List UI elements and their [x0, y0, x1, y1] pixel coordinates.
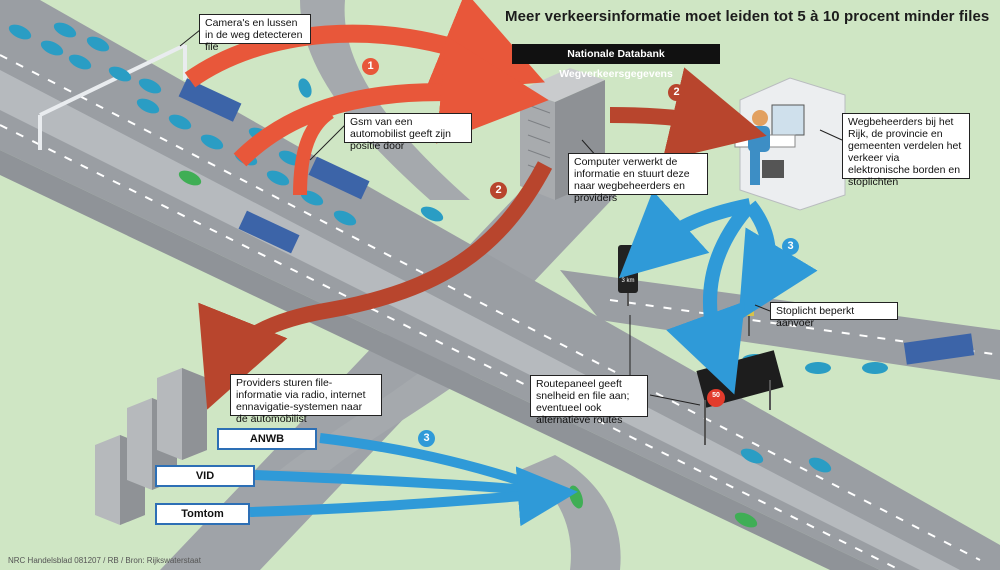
callout-routepaneel: Routepaneel geeft snelheid en file aan; … — [530, 375, 648, 426]
arrow-to-route-panel — [666, 200, 756, 395]
step-2-badge-providers: 2 — [490, 182, 507, 199]
callout-providers: Providers sturen file-informatie via rad… — [230, 374, 382, 425]
provider-vid: VID — [155, 465, 255, 487]
arrow-to-stoplight — [738, 200, 818, 322]
ramp-top — [300, 0, 470, 200]
truck-1 — [178, 78, 242, 122]
arrow-gsm-stem — [293, 106, 335, 196]
arrow-database-to-providers — [198, 161, 553, 410]
credit-line: NRC Handelsblad 081207 / RB / Bron: Rijk… — [8, 556, 201, 565]
callout-wegbeheerders: Wegbeheerders bij het Rijk, de provincie… — [842, 113, 970, 188]
arrow-gsm-to-database — [233, 36, 549, 167]
overhead-sign-text: 3 km — [621, 278, 635, 284]
arrow-to-overhead-sign — [618, 190, 752, 279]
callout-gsm: Gsm van een automobilist geeft zijn posi… — [344, 113, 472, 152]
truck-2 — [308, 156, 370, 200]
highway-median — [0, 70, 960, 570]
step-2-badge-operator: 2 — [668, 84, 685, 101]
step-3-badge-providers: 3 — [418, 430, 435, 447]
page-title: Meer verkeersinformatie moet leiden tot … — [505, 8, 990, 25]
step-1-badge: 1 — [362, 58, 379, 75]
route-panel-speed: 50 — [712, 392, 720, 399]
provider-anwb: ANWB — [217, 428, 317, 450]
right-road — [560, 270, 1000, 380]
provider-tomtom: Tomtom — [155, 503, 250, 525]
highway-shoulder — [0, 150, 880, 570]
arrow-database-to-operator — [609, 67, 767, 161]
callout-leaders — [179, 29, 843, 406]
camera-gantry — [38, 43, 187, 150]
truck-right — [903, 333, 975, 365]
arrow-tomtom-to-car — [249, 466, 578, 527]
truck-3 — [238, 210, 300, 254]
callout-computer: Computer verwerkt de informatie en stuur… — [568, 153, 708, 204]
step-3-badge-signs: 3 — [782, 238, 799, 255]
callout-stoplicht: Stoplicht beperkt aanvoer — [770, 302, 898, 329]
database-label: Nationale Databank Wegverkeersgegevens — [512, 44, 720, 80]
callout-cameras: Camera's en lussen in de weg detecteren … — [199, 14, 311, 53]
operator-workstation — [734, 77, 846, 211]
